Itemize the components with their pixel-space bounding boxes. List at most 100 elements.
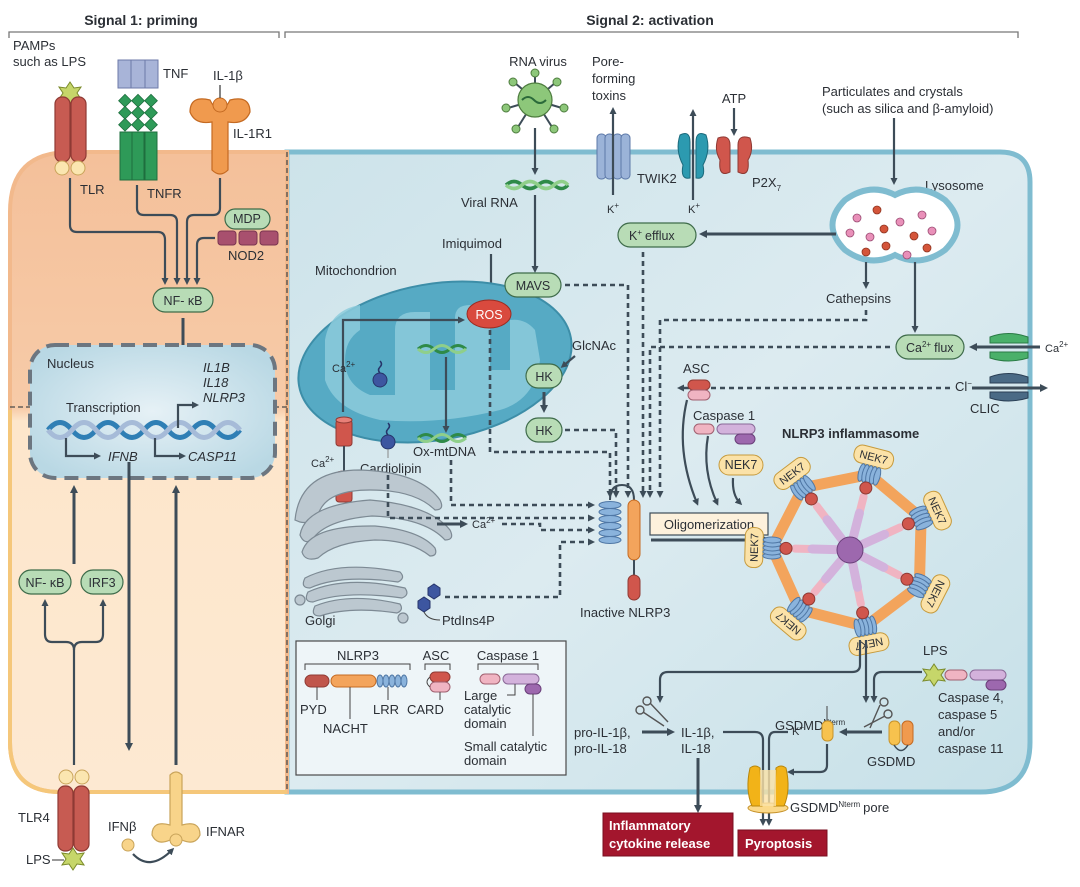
- glcnac-arrow: [560, 355, 576, 368]
- hk-label-2: HK: [535, 424, 553, 438]
- ifnb-ligand: [121, 838, 135, 852]
- signal2-bracket: [284, 31, 1019, 38]
- mavs-pill: [504, 272, 562, 298]
- legend-card-label: CARD: [407, 702, 444, 717]
- hk-pill-2: [525, 417, 563, 443]
- gsdmd-label: GSDMD: [867, 754, 915, 769]
- legend-caspase1-label: Caspase 1: [477, 648, 539, 663]
- svg-text:Large: Large: [464, 688, 497, 703]
- asc-to-oligo-arrow: [681, 399, 699, 506]
- gsdmd-nterm-fragment: [821, 720, 834, 742]
- ox-mtdna-dashed-path: [449, 460, 595, 509]
- scissors-icon: [635, 696, 669, 727]
- lrr-domain: [786, 596, 813, 623]
- gsdmd-nterm-label: GSDMDNterm: [775, 718, 846, 733]
- svg-text:IL-18: IL-18: [681, 741, 711, 756]
- legend-asc-label: ASC: [423, 648, 450, 663]
- ca-cyto-label: Ca2+: [472, 516, 496, 531]
- rna-virus-label: RNA virus: [509, 54, 567, 69]
- legend-lrr-label: LRR: [373, 702, 399, 717]
- clic-label: CLIC: [970, 401, 1000, 416]
- svg-text:PAMPs: PAMPs: [13, 38, 56, 53]
- pyroptosis-label: Pyroptosis: [745, 836, 812, 851]
- domain-legend: [295, 640, 567, 776]
- ca-to-ros-arrow: [341, 316, 465, 412]
- gene-il18: IL18: [203, 375, 229, 390]
- calcium-channel: [989, 333, 1029, 362]
- svg-text:NEK7: NEK7: [749, 533, 762, 562]
- il1b-label: IL-1β: [213, 68, 243, 83]
- pyd-domain: [901, 517, 915, 531]
- nek7-label: NEK7: [725, 458, 758, 472]
- mitochondrion-label: Mitochondrion: [315, 263, 397, 278]
- caspase1-spoke: [848, 559, 863, 592]
- nek7-to-oligo-arrow: [731, 477, 743, 506]
- ca-ext-label: Ca2+: [1045, 340, 1069, 355]
- hk-dashed-path: [565, 428, 620, 498]
- k-label-pore: K+: [792, 723, 804, 738]
- lps-label: LPS: [26, 852, 51, 867]
- k-efflux-label: K+efflux: [629, 228, 675, 243]
- svg-text:caspase 11: caspase 11: [938, 741, 1004, 756]
- rna-virus-icon: [501, 68, 569, 134]
- lps-label-2: LPS: [923, 643, 948, 658]
- svg-text:(such as silica and β-amyloid): (such as silica and β-amyloid): [822, 101, 993, 116]
- caspase1-spoke: [822, 515, 847, 544]
- gene-casp11: CASP11: [188, 449, 237, 464]
- ca-flux-label: Ca2+flux: [906, 340, 954, 355]
- inflammatory-cytokine-release-box: [602, 812, 734, 857]
- twik2-channel: [677, 133, 709, 179]
- nod2-to-nfkb-arrow: [193, 236, 215, 285]
- inflammasome-title: NLRP3 inflammasome: [782, 426, 919, 441]
- tlr4-to-irf3-arrow: [72, 599, 107, 651]
- inactive-nlrp3-label: Inactive NLRP3: [580, 605, 670, 620]
- pyd-domain: [802, 592, 816, 606]
- nfkb2-pill: [18, 569, 72, 595]
- casp11-transcription-arrow: [153, 438, 186, 460]
- tnf-ligand: [117, 59, 159, 89]
- imiquimod-label: Imiquimod: [442, 236, 502, 251]
- svg-text:pro-IL-1β,: pro-IL-1β,: [574, 725, 631, 740]
- il1r1-to-nfkb-arrow: [183, 178, 222, 285]
- inflammasome-to-il-arrow: [656, 640, 862, 703]
- svg-text:Pore-: Pore-: [592, 54, 624, 69]
- tlr4-label: TLR4: [18, 810, 50, 825]
- lrr-domain: [857, 463, 882, 486]
- caspase1-spoke: [821, 556, 846, 584]
- pamps-label: PAMPs such as LPS: [13, 38, 86, 69]
- lrr-domain: [909, 505, 934, 531]
- tlr-to-nfkb-arrow: [68, 178, 169, 285]
- pyd-domain: [804, 492, 818, 506]
- nek7-subunit: NEK7: [744, 527, 764, 569]
- p2x7-label: P2X7: [752, 175, 782, 193]
- mtdna-helix-icon: [417, 344, 467, 354]
- glcnac-label: GlcNAc: [572, 338, 617, 353]
- cathepsins-dashed-path: [656, 310, 868, 498]
- ifnar-label: IFNAR: [206, 824, 245, 839]
- k-label-toxin: K+: [607, 201, 619, 216]
- svg-text:caspase 5: caspase 5: [938, 707, 997, 722]
- dna-helix-icon: [46, 420, 242, 440]
- ptdins4p-label: PtdIns4P: [442, 613, 495, 628]
- mavs-label: MAVS: [516, 279, 551, 293]
- svg-text:pro-IL-18: pro-IL-18: [574, 741, 627, 756]
- tlr4-receptor: [57, 769, 90, 871]
- ptdins4p-icon: [417, 583, 441, 613]
- k-efflux-pill: [617, 222, 697, 248]
- k-to-pore-arrow: [765, 730, 788, 826]
- oligomerization-box: [649, 512, 769, 536]
- golgi-label: Golgi: [305, 613, 335, 628]
- gene-il1b: IL1B: [203, 360, 230, 375]
- legend-nlrp3-label: NLRP3: [337, 648, 379, 663]
- caspase1-spoke: [857, 551, 889, 572]
- ca-flux-pill: [895, 334, 965, 360]
- irf3-pill: [80, 569, 124, 595]
- hk-label-1: HK: [535, 370, 553, 384]
- cl-label: Cl−: [955, 379, 972, 394]
- lysosome-label: Lysosome: [925, 178, 984, 193]
- svg-text:catalytic: catalytic: [464, 702, 511, 717]
- legend-caspase1-domains: [479, 673, 542, 736]
- ca-er-label: Ca2+: [311, 455, 335, 470]
- il1r1-label: IL-1R1: [233, 126, 272, 141]
